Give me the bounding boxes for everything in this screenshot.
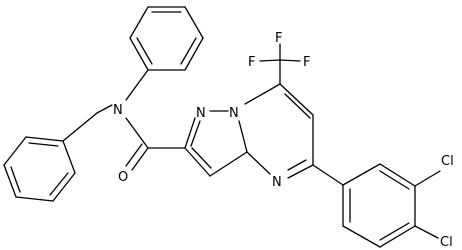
bond <box>244 83 281 105</box>
bond <box>284 93 311 119</box>
bond <box>3 164 17 198</box>
bond <box>259 59 281 62</box>
bond <box>184 6 204 39</box>
bond-double-inner <box>379 222 410 241</box>
bond <box>25 136 64 142</box>
bond <box>184 147 211 177</box>
bond <box>279 83 314 116</box>
atom-label-f-left: F <box>248 55 255 70</box>
bond <box>96 104 113 114</box>
atom-label-n-amide: N <box>113 103 123 118</box>
atom-label-n-bridgehead: N <box>229 106 239 121</box>
bond <box>129 6 149 39</box>
bond-double-inner <box>28 142 59 147</box>
bond <box>379 163 416 187</box>
atom-label-f-top: F <box>275 31 282 46</box>
bond <box>129 37 149 71</box>
bond <box>238 120 248 153</box>
bond-double-inner <box>379 170 410 190</box>
bond <box>62 112 98 142</box>
bond-double-inner <box>180 37 197 65</box>
bond-double <box>131 147 149 171</box>
bond <box>125 117 149 149</box>
bond <box>279 59 301 62</box>
atom-label-n-pyrazole: N <box>196 106 206 121</box>
bond-double-inner <box>191 147 212 169</box>
bond <box>379 225 416 248</box>
bond <box>62 140 76 174</box>
bond <box>3 136 27 166</box>
bond <box>15 196 54 202</box>
atom-label-cl-upper: Cl <box>441 154 454 169</box>
bond <box>342 163 381 186</box>
atom-label-f-right: F <box>303 55 310 70</box>
bond <box>287 159 307 171</box>
bond <box>312 164 344 186</box>
atom-label-layer: N O N N N F F F Cl Cl <box>113 31 454 250</box>
atom-label-o-carbonyl: O <box>118 170 128 185</box>
bond-double-inner <box>49 172 69 196</box>
bond-layer <box>3 6 441 248</box>
bond <box>414 170 441 187</box>
bond <box>190 120 201 147</box>
bond <box>209 151 248 177</box>
bond-double <box>125 143 143 167</box>
bond <box>184 37 204 71</box>
bond-double-inner <box>10 166 21 193</box>
atom-label-cl-lower: Cl <box>440 235 453 250</box>
atom-label-n-pyrimidine: N <box>272 175 282 190</box>
bond <box>52 172 76 202</box>
bond <box>287 164 314 179</box>
bond <box>125 69 149 101</box>
bond <box>246 151 271 175</box>
bond <box>184 117 196 149</box>
bond <box>414 225 439 239</box>
bond-double-inner <box>136 37 153 65</box>
bond <box>342 225 381 248</box>
